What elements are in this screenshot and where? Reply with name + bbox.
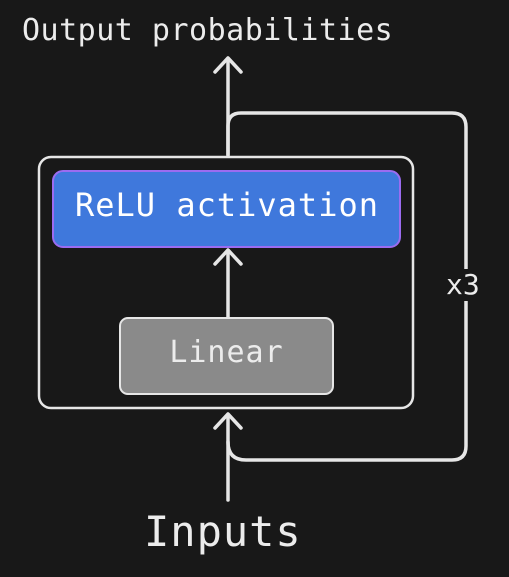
output-probabilities-label: Output probabilities (22, 13, 394, 48)
relu-box (52, 170, 401, 248)
repeat-loop-line (226, 111, 468, 462)
relu-activation-label: ReLU activation (75, 186, 379, 224)
linear-box (119, 317, 334, 395)
linear-layer-label: Linear (169, 335, 284, 370)
inputs-label: Inputs (144, 507, 302, 556)
output-arrow-head (213, 56, 243, 74)
repeat-count-label: x3 (446, 268, 480, 301)
linear-to-relu-arrow-head (213, 248, 243, 266)
block-container (37, 155, 415, 410)
input-arrow-head (213, 412, 243, 430)
